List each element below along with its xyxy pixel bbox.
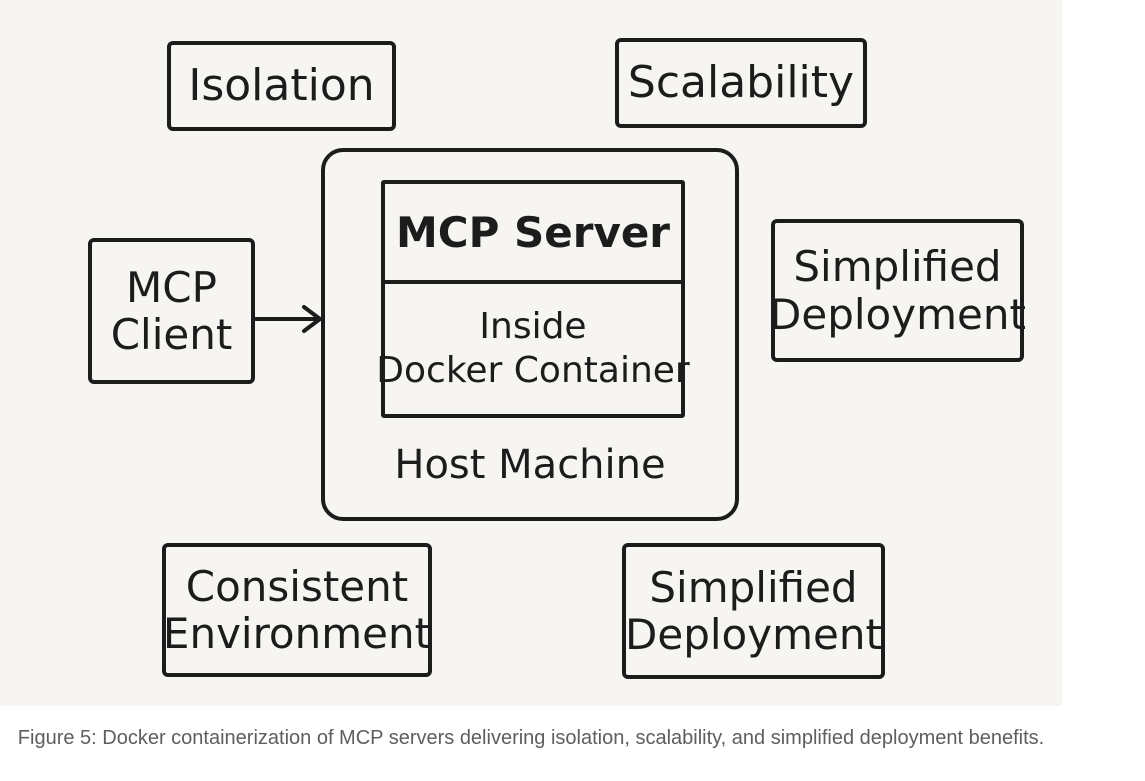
- isolation-box: Isolation: [167, 41, 396, 131]
- simplified-deployment-bottom-line2: Deployment: [625, 610, 882, 659]
- host-machine-label: Host Machine: [394, 442, 666, 488]
- mcp-client-label-line2: Client: [110, 310, 233, 359]
- client-to-host-arrow: [254, 305, 322, 333]
- consistent-environment-line1: Consistent: [185, 561, 409, 611]
- simplified-deployment-right-line1: Simplified: [793, 242, 1002, 292]
- mcp-server-title: MCP Server: [385, 184, 681, 284]
- simplified-deployment-right-line2: Deployment: [769, 289, 1026, 339]
- simplified-deployment-box-bottom: Simplified Deployment: [622, 543, 885, 679]
- scalability-box: Scalability: [615, 38, 867, 128]
- host-machine-box: MCP Server Inside Docker Container Host …: [321, 148, 739, 521]
- simplified-deployment-box-right: Simplified Deployment: [769, 219, 1026, 362]
- simplified-deployment-bottom-line1: Simplified: [649, 562, 858, 612]
- isolation-label: Isolation: [188, 60, 375, 112]
- mcp-client-label-line1: MCP: [126, 262, 217, 312]
- consistent-environment-box: Consistent Environment: [162, 543, 432, 677]
- docker-container-label-line1: Inside: [479, 306, 587, 348]
- mcp-server-box: MCP Server Inside Docker Container: [376, 180, 690, 418]
- docker-container-section: Inside Docker Container: [376, 284, 689, 414]
- consistent-environment-line2: Environment: [162, 609, 432, 658]
- mcp-client-box: MCP Client: [88, 238, 255, 384]
- figure-caption: Figure 5: Docker containerization of MCP…: [17, 727, 1045, 749]
- docker-container-label-line2: Docker Container: [376, 350, 690, 391]
- scalability-label: Scalability: [627, 57, 855, 109]
- diagram-figure: Isolation Scalability MCP Client MCP Ser…: [0, 0, 1062, 706]
